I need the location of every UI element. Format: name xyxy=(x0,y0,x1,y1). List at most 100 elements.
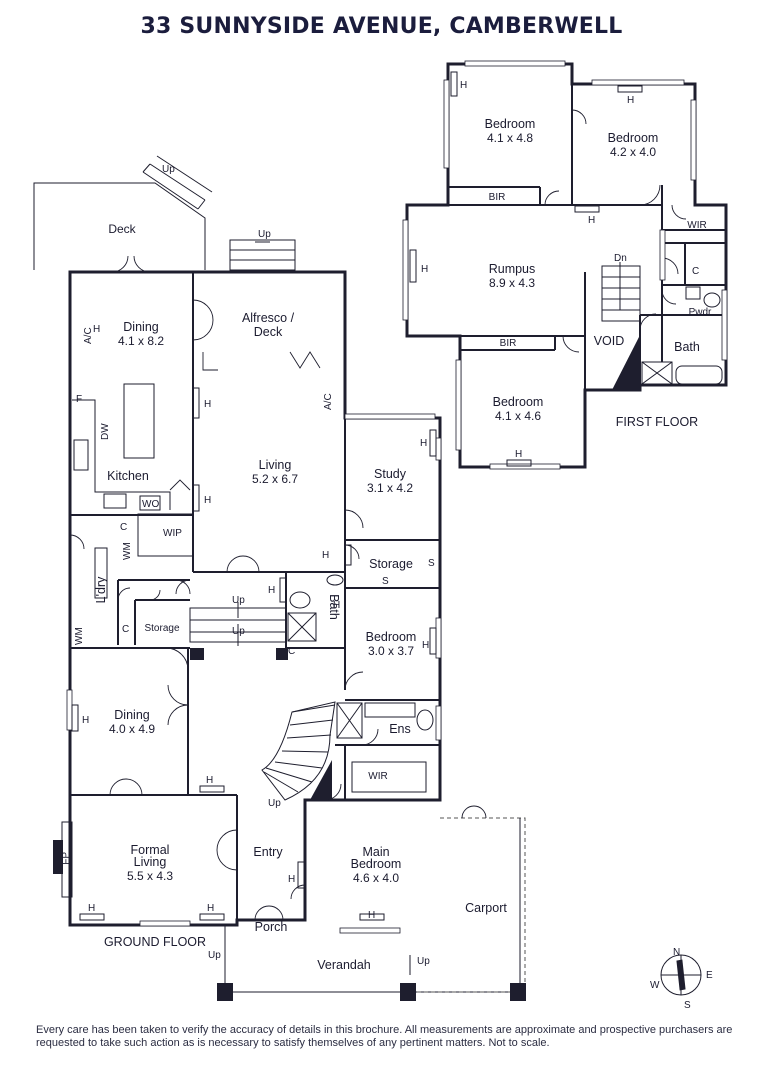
up-label-deck-steps: Up xyxy=(162,164,175,175)
room-name-bed3-first: Bedroom xyxy=(493,395,544,409)
disclaimer-text: Every care has been taken to verify the … xyxy=(36,1024,733,1049)
room-name-wir-main: WIR xyxy=(368,771,387,782)
shelving-label-storage: S xyxy=(428,558,435,569)
room-dims-rumpus: 8.9 x 4.3 xyxy=(489,276,535,290)
ground-interior-walls xyxy=(70,272,440,920)
kitchen-sink xyxy=(73,439,89,471)
room-name-storage-small: Storage xyxy=(144,623,179,634)
carport-outline xyxy=(440,817,526,985)
toilet-ensuite xyxy=(416,709,434,731)
room-name-main-bedroom: Main xyxy=(362,845,389,859)
heater-label-rumpus-2: H xyxy=(421,264,428,275)
cooktop xyxy=(103,493,127,509)
room-name-alfresco-2: Deck xyxy=(254,325,283,339)
main-staircase xyxy=(261,701,336,801)
verandah-post-3 xyxy=(510,983,526,1001)
toilet-ground xyxy=(289,591,311,609)
cupboard-label-kitchen: C xyxy=(120,522,127,533)
room-name-bed2-first: Bedroom xyxy=(608,131,659,145)
room-name-kitchen: Kitchen xyxy=(107,469,149,483)
heater-label-hall: H xyxy=(322,550,329,561)
room-dims-dining-rear: 4.1 x 8.2 xyxy=(118,334,164,348)
fridge-label: F xyxy=(76,394,82,405)
heater-label-dining-rear: H xyxy=(93,324,100,335)
verandah-post-2 xyxy=(400,983,416,1001)
room-dims-dining-front: 4.0 x 4.9 xyxy=(109,722,155,736)
cupboard-label-first: C xyxy=(692,266,699,277)
room-name-bath-first: Bath xyxy=(674,340,700,354)
fireplace-label: FP xyxy=(61,852,72,865)
verandah-post-1 xyxy=(217,983,233,1001)
stair-void-fill xyxy=(310,760,332,800)
cupboard-label-bath: C xyxy=(288,646,295,657)
hall-column-2 xyxy=(276,648,288,660)
room-name-main-bedroom-2: Bedroom xyxy=(351,857,402,871)
vanity-ensuite xyxy=(364,702,416,718)
room-dims-bed1-first: 4.1 x 4.8 xyxy=(487,131,533,145)
heater-label-bed2-first: H xyxy=(627,95,634,106)
first-outer-wall xyxy=(405,62,728,469)
ground-windows xyxy=(66,413,442,934)
heater-label-main-bed: H xyxy=(368,910,375,921)
shelving-label-hall: S xyxy=(382,576,389,587)
fireplace xyxy=(53,840,63,874)
room-dims-living: 5.2 x 6.7 xyxy=(252,472,298,486)
heater-label-dining-front-2: H xyxy=(206,775,213,786)
first-windows xyxy=(402,60,728,470)
ground-doors xyxy=(69,255,487,921)
page-title: 33 SUNNYSIDE AVENUE, CAMBERWELL xyxy=(140,14,623,39)
aircon-label-living: A/C xyxy=(323,393,334,410)
walk-in-pantry xyxy=(137,513,194,557)
first-floor-stair xyxy=(601,262,641,322)
first-doors xyxy=(544,109,687,353)
first-heater-markers xyxy=(409,71,643,467)
room-name-formal-living: Formal xyxy=(131,843,170,857)
aircon-label-dining: A/C xyxy=(83,327,94,344)
first-floor-label: FIRST FLOOR xyxy=(616,415,698,429)
room-name-entry: Entry xyxy=(253,845,283,859)
dishwasher-label: DW xyxy=(100,423,111,440)
kitchen-bench xyxy=(72,399,171,510)
cupboard-label-laundry: C xyxy=(122,624,129,635)
up-label-verandah-1: Up xyxy=(208,950,221,961)
ground-outer-wall xyxy=(68,270,442,927)
heater-label-bed1-first: H xyxy=(460,80,467,91)
room-name-bath-ground: Bath xyxy=(327,594,341,620)
room-name-formal-living-2: Living xyxy=(134,855,167,869)
kitchen-island xyxy=(123,383,155,459)
heater-label-hall-2: H xyxy=(268,585,275,596)
heater-label-bed3-first: H xyxy=(515,449,522,460)
wir-hanging xyxy=(351,761,427,793)
alfresco-steps xyxy=(229,239,296,271)
room-name-verandah: Verandah xyxy=(317,958,371,972)
room-name-pwdr: Pwdr xyxy=(689,307,712,318)
room-name-laundry: L'dry xyxy=(94,576,108,603)
compass-w: W xyxy=(650,980,660,991)
room-name-bedroom-ground: Bedroom xyxy=(366,630,417,644)
compass-needle xyxy=(676,959,686,991)
heater-label-formal-2: H xyxy=(207,903,214,914)
room-name-bir1: BIR xyxy=(489,192,506,203)
deck-outline xyxy=(33,182,206,270)
heater-label-living-2: H xyxy=(204,495,211,506)
room-name-storage-mid: Storage xyxy=(369,557,413,571)
first-interior-walls xyxy=(448,84,726,390)
up-label-main-stair: Up xyxy=(268,798,281,809)
heater-label-bedroom: H xyxy=(422,640,429,651)
heater-label-bath: H xyxy=(333,600,340,611)
heater-label-rumpus-1: H xyxy=(588,215,595,226)
room-dims-study: 3.1 x 4.2 xyxy=(367,481,413,495)
room-name-carport: Carport xyxy=(465,901,507,915)
dn-label: Dn xyxy=(614,253,627,264)
room-name-bed1-first: Bedroom xyxy=(485,117,536,131)
washing-machine-label-kitchen: WM xyxy=(122,542,133,560)
toilet-pwdr xyxy=(703,292,721,308)
room-name-living: Living xyxy=(259,458,292,472)
room-name-study: Study xyxy=(374,467,407,481)
room-name-rumpus: Rumpus xyxy=(489,262,536,276)
hall-steps xyxy=(189,602,287,646)
room-dims-bed2-first: 4.2 x 4.0 xyxy=(610,145,656,159)
ground-floor-plan: Up Up FP xyxy=(33,155,526,1001)
room-dims-bed3-first: 4.1 x 4.6 xyxy=(495,409,541,423)
room-name-dining-front: Dining xyxy=(114,708,149,722)
